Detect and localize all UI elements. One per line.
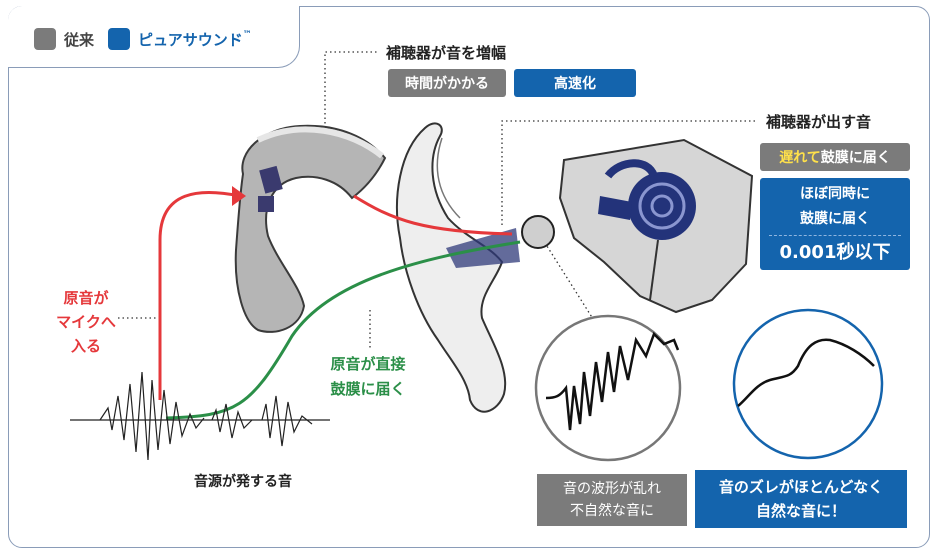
sync-time: 0.001秒以下: [779, 241, 891, 263]
conventional-result-box: 音の波形が乱れ 不自然な音に: [537, 474, 687, 526]
late-label-box: 遅れて鼓膜に届く: [760, 143, 910, 171]
legend-puresound-label: ピュアサウンド: [138, 30, 243, 49]
chip-component: [258, 196, 274, 212]
sync-divider: [769, 234, 901, 236]
original-sound-line1: 原音が: [63, 289, 109, 307]
direct-sound-line1: 原音が直接: [330, 355, 406, 373]
original-sound-line2: マイクへ: [56, 313, 116, 331]
original-sound-line3: 入る: [70, 337, 101, 355]
cochlea: [628, 172, 696, 240]
outer-frame: [8, 6, 930, 548]
source-label: 音源が発する音: [194, 474, 292, 490]
conventional-waveform-zoom: [534, 314, 682, 462]
late-rest: 鼓膜に届く: [820, 150, 891, 166]
original-sound-label: 原音が マイクへ 入る: [46, 286, 126, 358]
ear-canal-marker: [521, 215, 555, 249]
fast-label-box: 高速化: [514, 69, 636, 97]
puresound-swatch: [108, 28, 131, 50]
source-waveform: [70, 371, 330, 461]
amplified-path-red: [353, 194, 513, 236]
hearing-aid-illustration: [234, 124, 387, 333]
legend-tab: [8, 6, 300, 68]
direct-sound-line2: 鼓膜に届く: [330, 380, 406, 398]
conventional-result-line1: 音の波形が乱れ: [563, 481, 661, 497]
amplify-title: 補聴器が音を増幅: [386, 44, 507, 62]
direct-sound-label: 原音が直接 鼓膜に届く: [310, 352, 426, 402]
slow-label-box: 時間がかかる: [388, 69, 506, 97]
trademark-symbol: ™: [242, 30, 252, 40]
conventional-result-line2: 不自然な音に: [570, 503, 654, 519]
puresound-result-box: 音のズレがほとんどなく 自然な音に！: [695, 470, 907, 528]
mic-path-red: [158, 190, 241, 400]
puresound-result-line2: 自然な音に！: [755, 502, 846, 520]
direct-path-green: [165, 240, 521, 420]
sync-line2: 鼓膜に届く: [800, 210, 870, 227]
conventional-swatch: [34, 28, 56, 50]
late-highlight: 遅れて: [779, 150, 821, 166]
zoom-leader-line: [539, 234, 601, 331]
output-leader-line: [501, 120, 755, 225]
inner-ear-illustration: [558, 138, 754, 314]
mic-component: [259, 165, 283, 194]
puresound-result-line1: 音のズレがほとんどなく: [718, 478, 884, 496]
puresound-waveform-zoom: [732, 308, 884, 460]
output-title: 補聴器が出す音: [766, 113, 872, 131]
sync-line1: ほぼ同時に: [800, 185, 870, 202]
legend-conventional-label: 従来: [64, 30, 95, 49]
sync-label-box: ほぼ同時に 鼓膜に届く 0.001秒以下: [760, 178, 910, 270]
